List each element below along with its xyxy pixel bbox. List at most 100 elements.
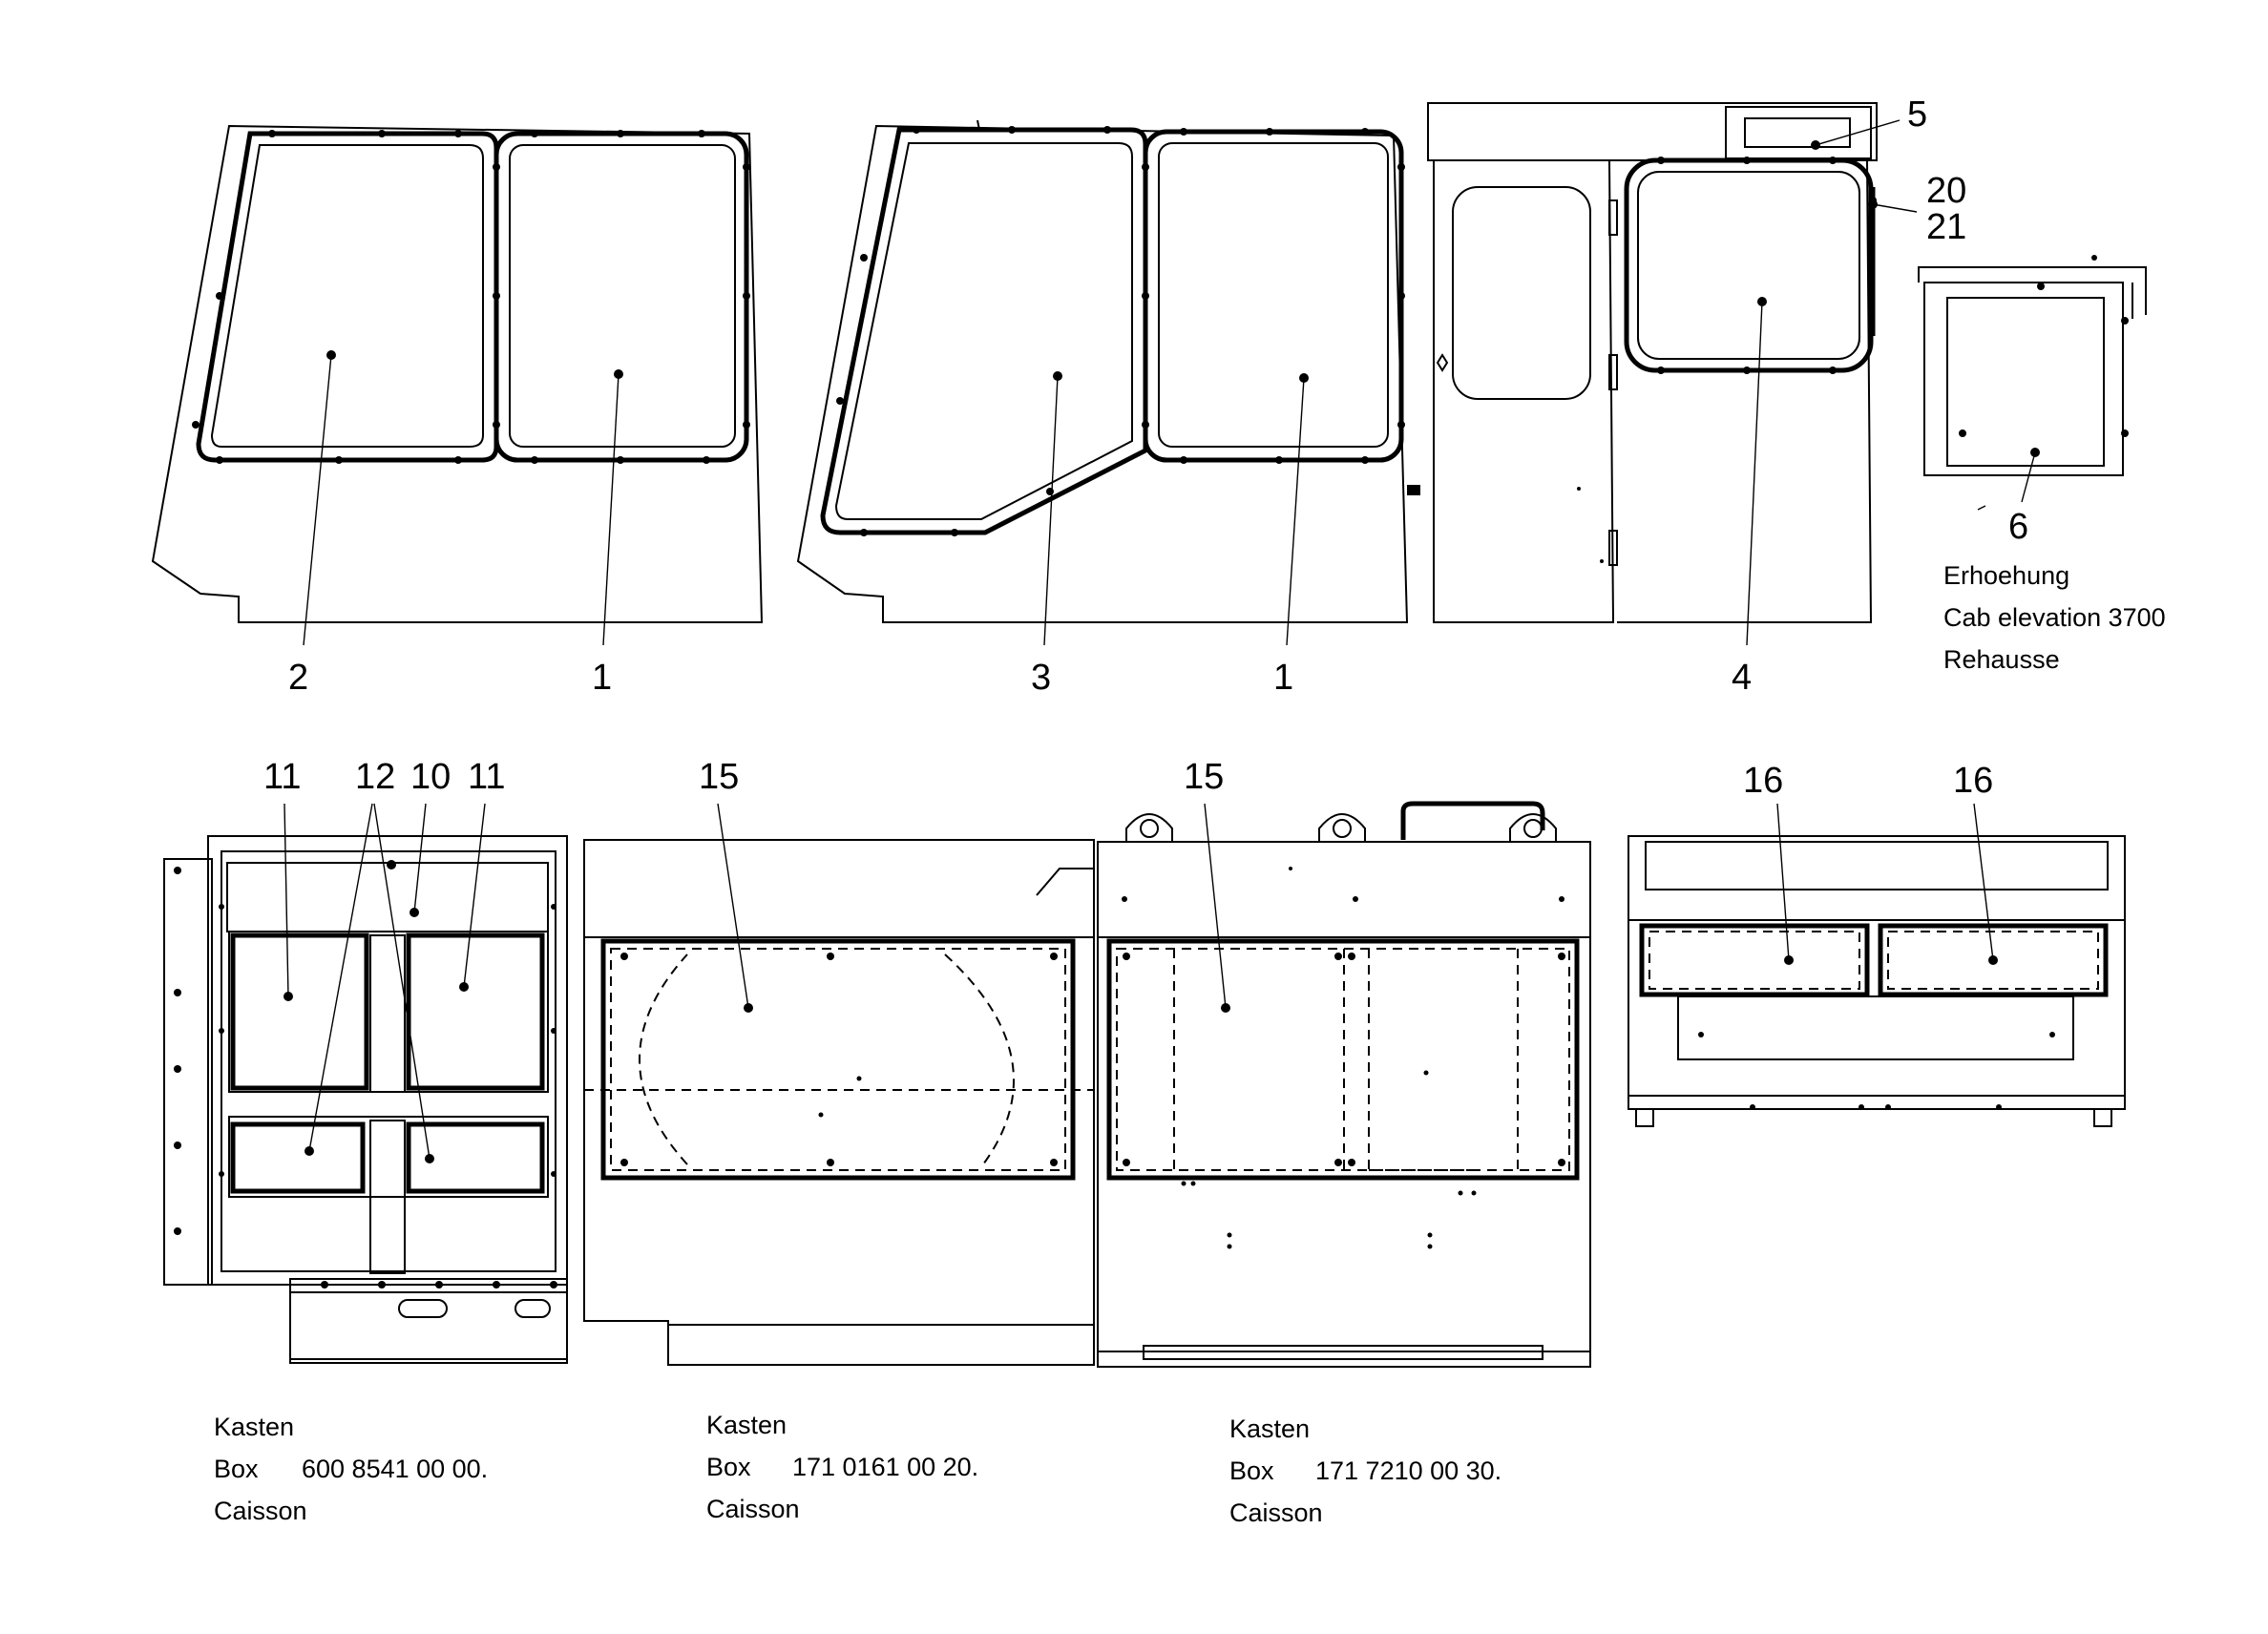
rivet-dots: [174, 867, 557, 1288]
elevation-line2: Cab elevation 3700: [1943, 603, 2166, 632]
elevation-caption: Erhoehung Cab elevation 3700 Rehausse: [1943, 561, 2166, 674]
rivet-dots: [1959, 255, 2129, 437]
door-panel: [1433, 159, 1615, 623]
panel-10: [226, 862, 549, 932]
callout-16b: 16: [1953, 761, 1993, 801]
box-outline: [207, 835, 568, 1286]
rivet-dots: [1122, 867, 1565, 1249]
box-caption-part-no: 171 0161 00 20.: [792, 1453, 978, 1481]
callout-21: 21: [1926, 207, 1966, 247]
panel-15-left: [600, 938, 1076, 1181]
box-outline: [583, 839, 1095, 1366]
panel-16-right: [1878, 923, 2109, 997]
rivet-dots: [1698, 1032, 2055, 1110]
callout-2: 2: [288, 658, 308, 698]
cab-outline: [796, 124, 1409, 623]
leader-16b: [1973, 803, 1994, 961]
callout-5: 5: [1907, 94, 1927, 135]
box-caption-part-no: 171 7210 00 30.: [1315, 1456, 1502, 1485]
box-caption-line3: Caisson: [214, 1497, 307, 1525]
window-frame-3: [820, 127, 1148, 535]
elevation-line3: Rehausse: [1943, 645, 2060, 674]
cab-elevation-detail: [1918, 255, 2147, 511]
callout-6: 6: [2008, 507, 2028, 547]
elevation-frame: [1923, 282, 2124, 476]
callout-11b: 11: [468, 757, 505, 797]
callout-15a: 15: [699, 757, 739, 797]
leader-11b: [463, 803, 486, 988]
panel-12-right: [406, 1121, 545, 1194]
door-window: [1452, 186, 1591, 400]
cab-outline: [151, 124, 764, 623]
callout-10: 10: [410, 757, 451, 797]
callout-3: 3: [1031, 658, 1051, 698]
elevation-window-6: [1946, 297, 2105, 467]
leader-1a: [602, 373, 620, 646]
leader-10: [413, 803, 427, 913]
leader-12a: [308, 803, 373, 1152]
leader-21: [1872, 203, 1918, 213]
window-frame-1a: [494, 131, 749, 463]
box-caption-line1: Kasten: [214, 1413, 294, 1441]
rear-panel: [1617, 159, 1873, 623]
leader-16a: [1776, 803, 1790, 961]
callout-1b: 1: [1273, 658, 1293, 698]
callout-16a: 16: [1743, 761, 1783, 801]
box-caption-3: Kasten Box 171 7210 00 30. Caisson: [1229, 1414, 1502, 1527]
box-caption-label: Box: [706, 1453, 751, 1481]
box-caption-label: Box: [214, 1455, 259, 1483]
box-caption-label: Box: [1229, 1456, 1274, 1485]
leader-3: [1043, 375, 1059, 646]
callout-1a: 1: [592, 658, 612, 698]
window-glass-3: [834, 142, 1133, 520]
box-view-2: [583, 803, 1095, 1366]
leader-11a: [284, 803, 289, 997]
panel-16-left: [1639, 923, 1870, 997]
panel-15-right: [1106, 938, 1580, 1181]
lifting-eye: [1125, 813, 1173, 842]
callout-11a: 11: [263, 757, 301, 797]
roof-block: [1427, 102, 1878, 161]
callout-4: 4: [1732, 658, 1752, 698]
box-caption-part-no: 600 8541 00 00.: [302, 1455, 488, 1483]
box-caption-2: Kasten Box 171 0161 00 20. Caisson: [706, 1411, 978, 1523]
window-glass-1a: [509, 144, 736, 448]
box-outline: [1097, 841, 1591, 1368]
window-glass-2: [210, 144, 484, 448]
rivet-dots: [192, 130, 750, 464]
box-view-4: [1628, 803, 2126, 1127]
lifting-eye: [1509, 813, 1557, 842]
rivet-dots: [620, 953, 1058, 1166]
box-caption-line1: Kasten: [706, 1411, 787, 1439]
box-caption-line3: Caisson: [1229, 1498, 1323, 1527]
leader-12b: [373, 803, 430, 1160]
box-view-3: [1097, 801, 1591, 1368]
callout-15b: 15: [1184, 757, 1224, 797]
panel-11-right: [406, 932, 545, 1091]
box-caption-line1: Kasten: [1229, 1414, 1310, 1443]
cab-view-rear: [1427, 102, 1918, 646]
leader-5: [1815, 119, 1900, 146]
leader-6: [2021, 451, 2036, 503]
leader-15a: [717, 803, 749, 1009]
handle: [1400, 801, 1545, 840]
leader-4: [1746, 301, 1763, 646]
cab-view-left: [151, 124, 764, 646]
panel-11-left: [230, 932, 369, 1091]
window-frame-4: [1624, 157, 1874, 373]
window-frame-2: [196, 131, 499, 463]
leader-1b: [1286, 377, 1305, 646]
window-frame-1b: [1143, 129, 1404, 463]
callout-numbers: 2 1 3 1 4 5 20 21 6 11 12 10 11 15 15 16…: [263, 94, 2028, 801]
leader-15b: [1204, 803, 1227, 1009]
panel-12-left: [230, 1121, 366, 1194]
side-strip: [163, 858, 213, 1286]
window-glass-1b: [1158, 142, 1389, 448]
mirror-mount: [1407, 485, 1420, 495]
box-caption-1: Kasten Box 600 8541 00 00. Caisson: [214, 1413, 488, 1525]
box-view-1: [163, 803, 568, 1364]
callout-12: 12: [355, 757, 395, 797]
box-outline: [1628, 835, 2126, 1110]
